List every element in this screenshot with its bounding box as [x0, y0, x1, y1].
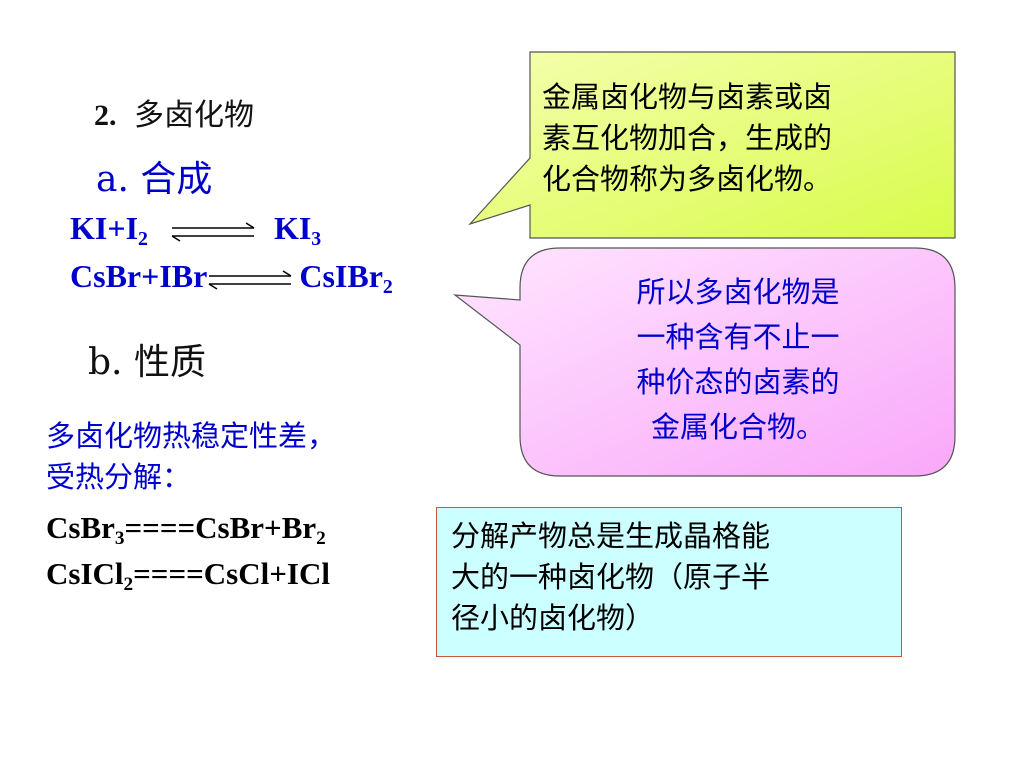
- properties-text: 多卤化物热稳定性差， 受热分解：: [46, 416, 336, 498]
- decomposition-equation-2: CsICl2====CsCl+ICl: [46, 556, 330, 595]
- callout-pink-line: 一种含有不止一: [636, 320, 840, 354]
- section-heading: 2. 多卤化物: [94, 90, 254, 134]
- decomposition-equation-1: CsBr3====CsBr+Br2: [46, 510, 326, 549]
- eq1-right: KI3: [273, 210, 322, 250]
- subsection-a: a. 合成: [96, 150, 212, 202]
- note-box-cyan: 分解产物总是生成晶格能 大的一种卤化物（原子半 径小的卤化物）: [436, 507, 902, 657]
- callout-green-shape: [468, 51, 956, 239]
- subsection-a-title: 合成: [140, 159, 213, 200]
- callout-green-line: 化合物称为多卤化物。: [542, 162, 833, 196]
- subsection-b: b. 性质: [88, 333, 206, 385]
- callout-pink-line: 金属化合物。: [650, 410, 825, 444]
- subsection-b-title: 性质: [133, 342, 206, 383]
- equilibrium-arrow-icon: [208, 270, 292, 290]
- synthesis-equation-1: KI+I2 KI3: [70, 210, 322, 250]
- callout-pink-text: 所以多卤化物是 一种含有不止一 种价态的卤素的 金属化合物。: [560, 270, 916, 450]
- properties-line-2: 受热分解：: [46, 460, 192, 494]
- note-box-line: 大的一种卤化物（原子半: [451, 560, 771, 594]
- subsection-b-prefix: b.: [88, 342, 123, 383]
- callout-pink-line: 种价态的卤素的: [636, 365, 840, 399]
- properties-line-1: 多卤化物热稳定性差，: [46, 419, 337, 453]
- heading-number: 2.: [94, 99, 117, 132]
- eq2-right: CsIBr2: [299, 258, 393, 298]
- note-box-line: 径小的卤化物）: [451, 601, 655, 635]
- callout-green-text: 金属卤化物与卤素或卤 素互化物加合，生成的 化合物称为多卤化物。: [542, 77, 832, 200]
- synthesis-equation-2: CsBr+IBr CsIBr2: [70, 258, 393, 298]
- eq2-left: CsBr+IBr: [70, 258, 208, 294]
- equilibrium-arrow-icon: [171, 222, 255, 242]
- note-box-line: 分解产物总是生成晶格能: [451, 519, 771, 553]
- callout-green-line: 金属卤化物与卤素或卤: [542, 80, 833, 114]
- subsection-a-prefix: a.: [96, 159, 129, 200]
- callout-pink-shape: [453, 247, 956, 477]
- callout-pink-line: 所以多卤化物是: [636, 275, 840, 309]
- callout-green-line: 素互化物加合，生成的: [542, 121, 833, 155]
- eq1-left: KI+I2: [70, 210, 148, 250]
- heading-title: 多卤化物: [134, 98, 255, 133]
